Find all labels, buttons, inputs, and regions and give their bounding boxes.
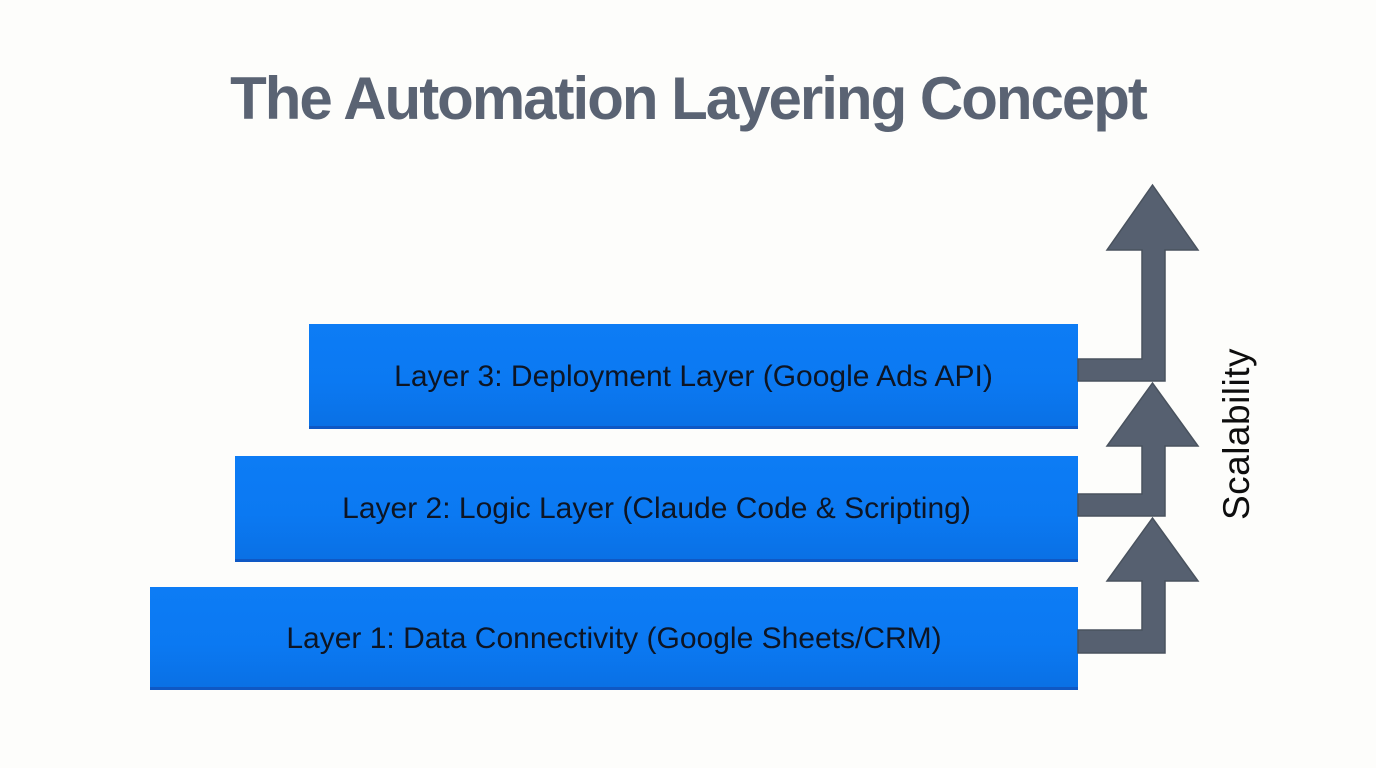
scalability-axis-label: Scalability bbox=[1216, 347, 1257, 521]
layer-3-label: Layer 3: Deployment Layer (Google Ads AP… bbox=[394, 359, 993, 393]
layer-1-label: Layer 1: Data Connectivity (Google Sheet… bbox=[286, 621, 942, 655]
up-arrow-top-icon bbox=[1077, 183, 1200, 382]
up-arrow-middle-icon bbox=[1077, 381, 1200, 517]
layer-3-bar: Layer 3: Deployment Layer (Google Ads AP… bbox=[309, 324, 1078, 429]
layer-1-bar: Layer 1: Data Connectivity (Google Sheet… bbox=[150, 587, 1078, 690]
up-arrow-bottom-icon bbox=[1077, 516, 1200, 654]
layer-2-bar: Layer 2: Logic Layer (Claude Code & Scri… bbox=[235, 456, 1078, 562]
layer-2-label: Layer 2: Logic Layer (Claude Code & Scri… bbox=[342, 492, 971, 525]
diagram-title: The Automation Layering Concept bbox=[230, 65, 1148, 132]
